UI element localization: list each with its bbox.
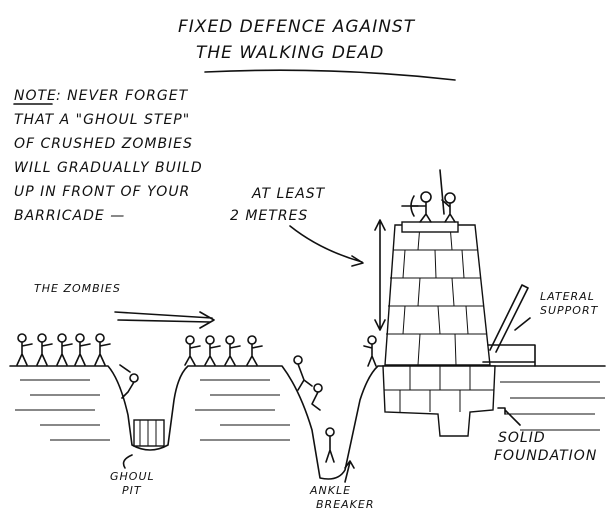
ground-hatching (15, 379, 605, 441)
zombie-figures (16, 333, 377, 463)
lateral-support-label-1: LATERAL (540, 290, 595, 303)
ground-line (9, 365, 606, 480)
title-line-2: THE WALKING DEAD (196, 43, 384, 63)
title-underline (204, 69, 456, 81)
height-label-1: AT LEAST (251, 186, 326, 202)
lateral-support-beam (482, 284, 536, 367)
lateral-support-pointer (514, 317, 531, 331)
foundation-label-1: SOLID (498, 430, 546, 446)
note-line: THAT A "GHOUL STEP" (14, 112, 190, 128)
ghoul-pit-label-2: PIT (122, 484, 142, 497)
note-line: BARRICADE — (14, 208, 125, 224)
solid-foundation (382, 365, 496, 437)
ankle-breaker-label-2: BREAKER (316, 498, 374, 511)
defender-figures (401, 169, 456, 223)
height-double-arrow (374, 219, 386, 331)
lateral-support-label-2: SUPPORT (540, 304, 599, 317)
crushed-zombies-pile (133, 419, 165, 447)
foundation-pointer (497, 407, 521, 426)
note-line: : NEVER FORGET (56, 88, 189, 104)
ghoul-pit-pointer (122, 454, 133, 469)
title-line-1: FIXED DEFENCE AGAINST (178, 17, 416, 37)
ankle-breaker-label-1: ANKLE (309, 484, 351, 497)
note-label: NOTE (14, 88, 57, 104)
zombies-label: THE ZOMBIES (34, 282, 121, 295)
barricade-tower (384, 221, 491, 366)
height-label-2: 2 METRES (230, 208, 308, 224)
ghoul-pit-label-1: GHOUL (110, 470, 155, 483)
note-line: UP IN FRONT OF YOUR (14, 184, 190, 200)
height-pointer-arrow (289, 225, 364, 267)
note-line: OF CRUSHED ZOMBIES (14, 136, 193, 152)
foundation-label-2: FOUNDATION (494, 448, 597, 464)
zombies-direction-arrow (114, 311, 215, 329)
note-line: WILL GRADUALLY BUILD (14, 160, 203, 176)
ankle-breaker-pointer (344, 460, 355, 483)
